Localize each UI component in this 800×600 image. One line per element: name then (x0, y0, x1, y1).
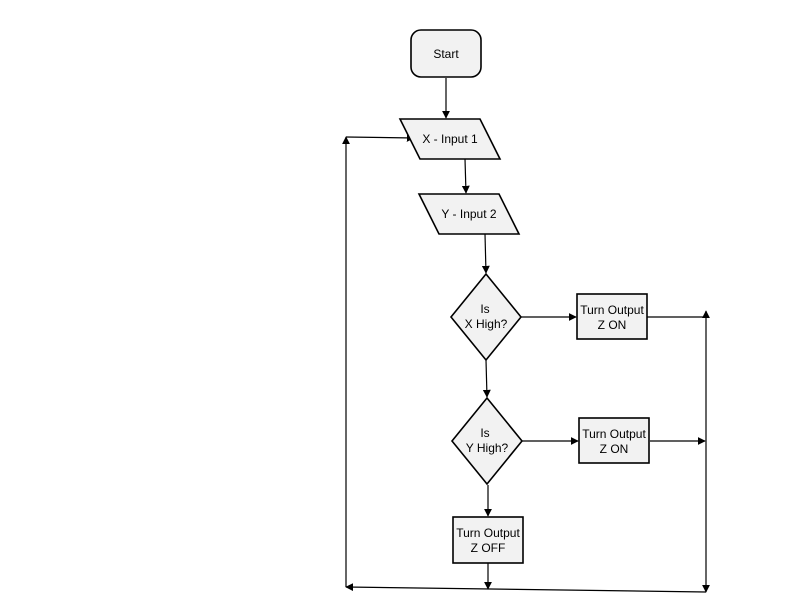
output-on-2-label-line2: Z ON (600, 442, 629, 456)
input-y-parallelogram-shape (417, 193, 521, 235)
output-off-label-line1: Turn Output (456, 526, 520, 540)
connector-input-x-to-input-y (461, 158, 470, 194)
start-label: Start (433, 47, 459, 61)
node-input-x: X - Input 1 (398, 118, 502, 160)
connector-bottom-return (345, 583, 707, 593)
output-on-2-process-shape (578, 417, 650, 464)
node-decision-y: Is Y High? (450, 396, 524, 486)
output-off-label-line2: Z OFF (471, 541, 506, 555)
output-on-1-process-shape (576, 293, 648, 340)
output-on-1-label-line1: Turn Output (580, 303, 644, 317)
connector-left-return-to-input-x (345, 133, 415, 142)
start-terminator-shape (410, 29, 482, 78)
input-y-label: Y - Input 2 (441, 207, 496, 221)
decision-x-diamond-shape (449, 272, 523, 362)
decision-y-label-line1: Is (480, 426, 489, 440)
decision-y-label-line2: Y High? (466, 441, 509, 455)
output-off-process-shape (452, 516, 524, 564)
input-x-label: X - Input 1 (422, 132, 478, 146)
node-output-on-2: Turn Output Z ON (578, 417, 650, 464)
input-x-parallelogram-shape (398, 118, 502, 160)
node-output-on-1: Turn Output Z ON (576, 293, 648, 340)
output-on-2-label-line1: Turn Output (582, 427, 646, 441)
node-start: Start (410, 29, 482, 78)
node-decision-x: Is X High? (449, 272, 523, 362)
output-on-1-label-line2: Z ON (598, 318, 627, 332)
decision-x-label-line1: Is (480, 302, 489, 316)
connector-input-y-to-decision-x (481, 233, 490, 274)
node-input-y: Y - Input 2 (417, 193, 521, 235)
decision-y-diamond-shape (450, 396, 524, 486)
node-output-off: Turn Output Z OFF (452, 516, 524, 564)
decision-x-label-line2: X High? (465, 317, 508, 331)
connector-decision-x-to-decision-y (482, 359, 491, 398)
connectors (342, 78, 710, 593)
